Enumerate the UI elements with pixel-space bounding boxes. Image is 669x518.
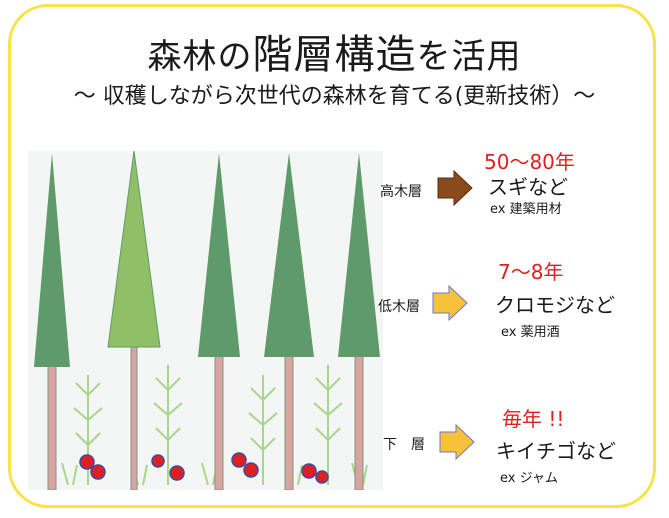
years-shrub: 7～8年 xyxy=(498,260,564,284)
tree-3 xyxy=(198,153,240,357)
page-subtitle: ～ 収穫しながら次世代の森林を育てる(更新技術）～ xyxy=(73,84,596,109)
species-tall: スギなど xyxy=(488,175,568,199)
forest-illustration xyxy=(28,150,383,490)
layer-label-under: 下 層 xyxy=(383,437,425,453)
example-shrub: ex 薬用酒 xyxy=(501,325,560,340)
species-under: キイチゴなど xyxy=(496,439,616,463)
years-under: 毎年 !! xyxy=(502,407,565,431)
arrow-right-icon xyxy=(437,170,473,206)
page-title: 森林の階層構造を活用 xyxy=(0,22,669,80)
arrow-right-icon xyxy=(439,424,475,460)
example-under: ex ジャム xyxy=(500,471,558,486)
layer-label-tall: 高木層 xyxy=(380,184,422,200)
title-part3: を活用 xyxy=(416,37,522,77)
title-part2: 階層構造 xyxy=(252,32,417,78)
berries xyxy=(79,452,329,484)
tree-1 xyxy=(34,153,70,367)
example-tall: ex 建築用材 xyxy=(490,202,562,217)
years-tall: 50～80年 xyxy=(484,150,575,174)
layer-label-shrub: 低木層 xyxy=(378,299,420,315)
title-part1: 森林の xyxy=(147,37,253,77)
tree-5 xyxy=(338,153,380,357)
tree-2 xyxy=(107,150,161,348)
tree-4 xyxy=(264,153,314,357)
species-shrub: クロモジなど xyxy=(495,293,615,317)
arrow-right-icon xyxy=(432,285,468,321)
